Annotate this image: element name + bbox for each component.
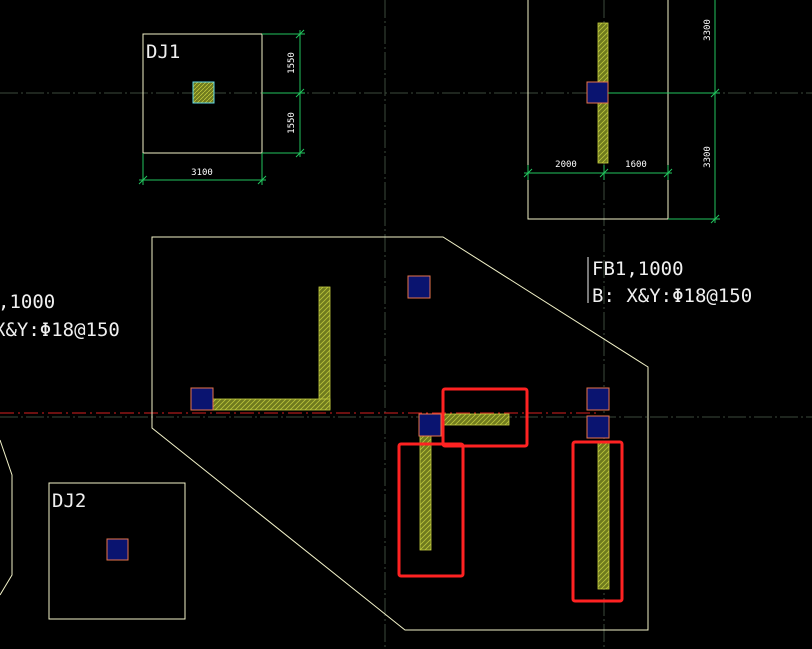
shear-walls	[211, 286, 610, 590]
highlight-boxes	[397, 387, 624, 603]
columns	[190, 275, 610, 439]
dim-dj1-bottom: 1550	[287, 112, 297, 134]
wall-right-vertical	[597, 441, 610, 590]
wall-l-vertical	[318, 286, 331, 410]
dim-tr-top: 3300	[703, 19, 713, 41]
column-right-lower	[586, 415, 610, 439]
left-slab-rebar: X&Y:Φ18@150	[0, 319, 120, 341]
column-upper-center	[407, 275, 431, 299]
tr-dimensions	[523, 0, 720, 224]
dim-dj1-width: 3100	[191, 168, 213, 178]
footing-dj2-outline	[48, 482, 186, 620]
dim-tr-left: 2000	[555, 160, 577, 170]
wall-center-horizontal	[440, 413, 510, 426]
footing-dj2-label: DJ2	[52, 490, 86, 512]
footing-dj1[interactable]: DJ1	[142, 33, 263, 154]
footing-top-right-outline	[527, 0, 669, 220]
column-center	[418, 413, 442, 437]
wall-center-vertical	[419, 435, 432, 551]
column-right-upper	[586, 387, 610, 411]
footing-dj1-column	[192, 81, 215, 104]
dj1-dimensions	[138, 29, 305, 185]
footing-dj2[interactable]: DJ2	[48, 482, 186, 620]
column-l-corner	[190, 387, 214, 411]
fb1-title: FB1,1000	[592, 258, 684, 280]
left-slab-outline	[0, 439, 13, 596]
highlight-box-center-horizontal[interactable]	[441, 387, 529, 448]
footing-dj1-label: DJ1	[146, 41, 180, 63]
raft-slab-fb1-outline[interactable]	[151, 236, 649, 631]
dim-tr-right: 1600	[625, 160, 647, 170]
dim-dj1-top: 1550	[287, 52, 297, 74]
footing-dj2-column	[106, 538, 129, 561]
dim-tr-bottom: 3300	[703, 146, 713, 168]
highlight-box-right-vertical[interactable]	[571, 440, 624, 603]
left-slab-title: ,1000	[0, 291, 55, 313]
wall-l-horizontal	[211, 398, 331, 411]
footing-top-right[interactable]	[527, 0, 669, 220]
fb1-rebar: B: X&Y:Φ18@150	[592, 285, 752, 307]
column-top-right	[586, 81, 609, 104]
highlight-box-center-vertical[interactable]	[397, 442, 465, 578]
